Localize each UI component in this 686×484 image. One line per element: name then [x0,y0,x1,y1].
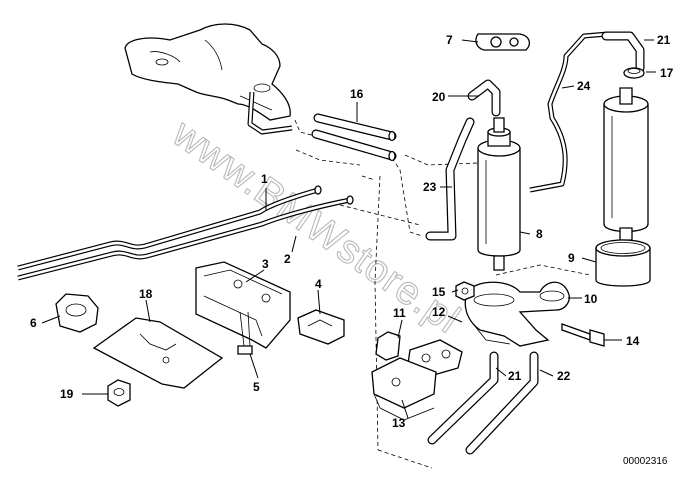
part-21-22-bottom-hoses [427,351,539,455]
part-24-metal-line [529,31,609,193]
part-8-fuel-filter [477,117,521,271]
part-6-grommet [55,293,99,333]
callout-19: 19 [60,387,74,401]
part-9-sleeve [595,239,651,287]
callout-23: 23 [423,180,437,194]
callout-20: 20 [432,90,446,104]
callout-11: 11 [393,306,406,320]
callout-6: 6 [30,316,37,330]
callout-labels: 1 2 3 4 5 6 7 8 9 10 11 12 13 14 15 16 1… [30,33,674,430]
part-7-holder [475,33,531,51]
part-21-top-hose [601,31,645,73]
part-10-bracket [464,281,570,347]
part-18-plate [92,317,224,389]
part-20-hose [467,79,501,117]
fuel-filter-right [603,87,649,241]
callout-21-bottom: 21 [508,369,522,383]
callout-2: 2 [284,252,291,266]
callout-22: 22 [557,369,571,383]
callout-4: 4 [315,277,322,291]
callout-leaders [41,39,656,419]
part-15-nut [455,281,475,301]
part-11-12-13-clips [371,331,463,421]
callout-13: 13 [392,416,406,430]
callout-21-top: 21 [657,33,671,47]
part-4-clip [297,309,345,345]
part-14-bolt [561,323,605,347]
part-16-hoses [311,113,397,162]
callout-16: 16 [350,87,364,101]
document-number: 00002316 [623,456,668,467]
callout-5: 5 [253,380,260,394]
callout-7: 7 [446,33,453,47]
callout-15: 15 [432,285,446,299]
part-23-hose [425,117,475,241]
callout-12: 12 [432,305,446,319]
fuel-tank [124,23,293,135]
callout-1: 1 [261,172,268,186]
callout-10: 10 [584,292,598,306]
part-1-2-fuel-lines [17,185,354,281]
callout-24: 24 [577,79,591,93]
part-17-clamp [623,67,645,79]
callout-9: 9 [568,251,575,265]
callout-18: 18 [139,287,153,301]
part-19-nut [107,379,131,407]
callout-14: 14 [626,334,640,348]
callout-17: 17 [660,66,674,80]
part-3-5-holder [195,261,291,355]
callout-3: 3 [262,257,269,271]
callout-8: 8 [536,227,543,241]
